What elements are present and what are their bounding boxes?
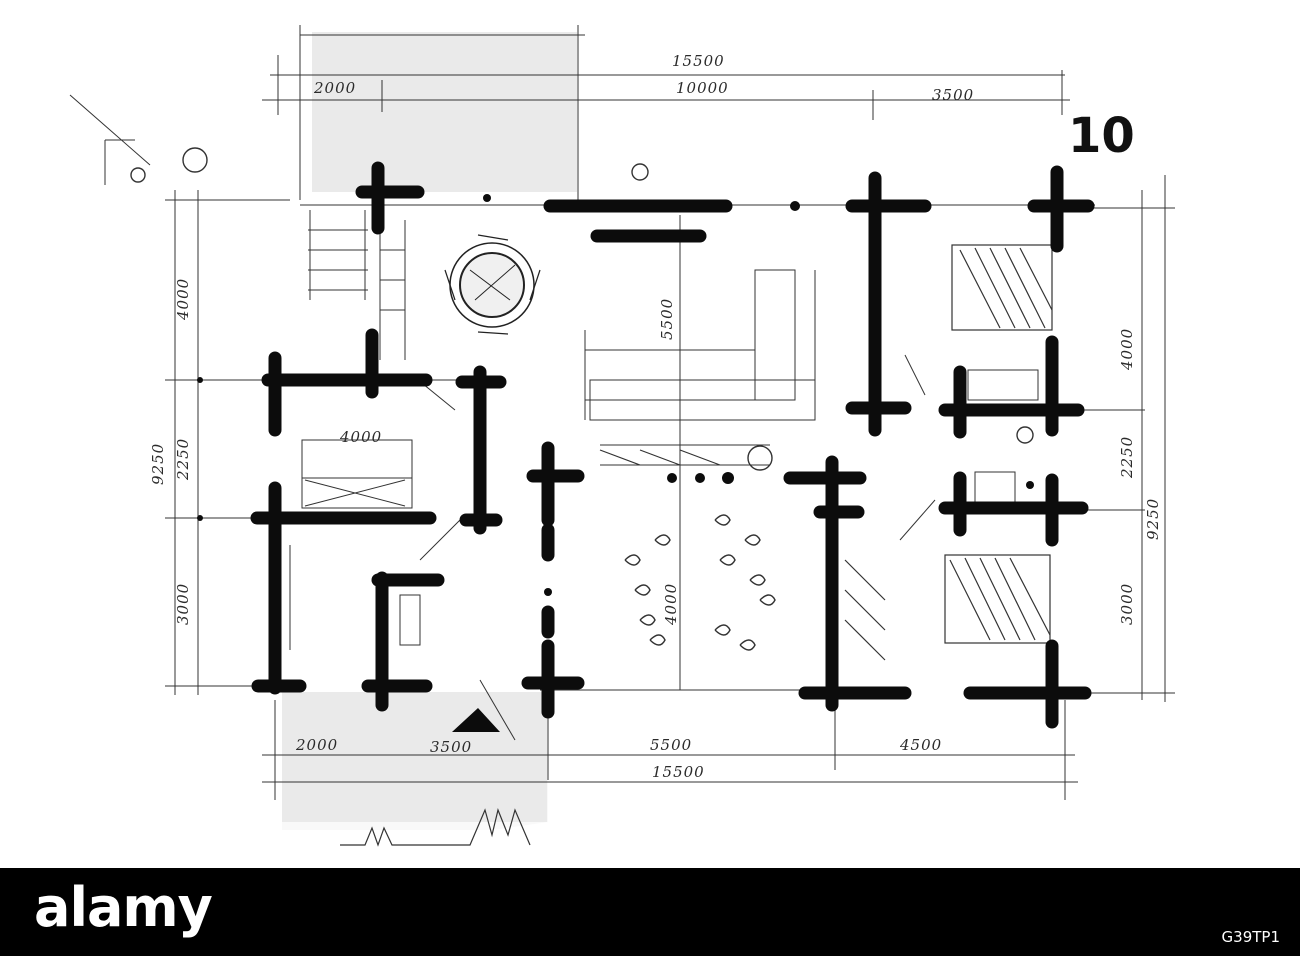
dim-inner-a: 4000 <box>339 428 382 446</box>
entrance-triangle-icon <box>452 708 500 732</box>
dining-table <box>444 234 541 335</box>
dim-top-b: 10000 <box>676 79 729 97</box>
dim-bottom-c: 5500 <box>650 736 692 754</box>
dim-bottom-d: 4500 <box>899 736 942 754</box>
dim-right-a: 4000 <box>1118 328 1136 371</box>
dim-right-c: 3000 <box>1118 583 1136 625</box>
hatched-beds <box>599 244 1053 661</box>
walls <box>250 161 1095 729</box>
dim-inner-c: 4000 <box>662 583 680 626</box>
floor-plan-sketch: 15500 2000 10000 3500 2000 3500 5500 450… <box>69 25 1175 847</box>
dim-top-a: 2000 <box>313 79 356 97</box>
dim-bottom-total: 15500 <box>652 763 705 781</box>
dim-left-total: 9250 <box>149 443 167 485</box>
watermark-footer: alamy G39TP1 <box>0 868 1300 956</box>
dimension-labels: 15500 2000 10000 3500 2000 3500 5500 450… <box>149 52 1162 781</box>
sheet-number: 10 <box>1068 108 1135 164</box>
dim-top-c: 3500 <box>932 86 974 104</box>
dim-left-c: 3000 <box>174 583 192 625</box>
dim-left-a: 4000 <box>174 278 192 321</box>
dim-bottom-b: 3500 <box>430 738 472 756</box>
dim-left-b: 2250 <box>174 438 192 481</box>
dim-top-total: 15500 <box>672 52 725 70</box>
shaded-terraces <box>282 32 577 830</box>
brand-logo: alamy <box>34 876 213 939</box>
dim-inner-b: 5500 <box>658 298 676 340</box>
dim-right-total: 9250 <box>1144 498 1162 540</box>
plants-sketch <box>130 147 1034 651</box>
dim-right-b: 2250 <box>1118 436 1136 479</box>
dim-bottom-a: 2000 <box>295 736 338 754</box>
image-id-label: G39TP1 <box>1221 928 1280 946</box>
break-line <box>340 808 531 847</box>
column-dots <box>197 194 1034 732</box>
